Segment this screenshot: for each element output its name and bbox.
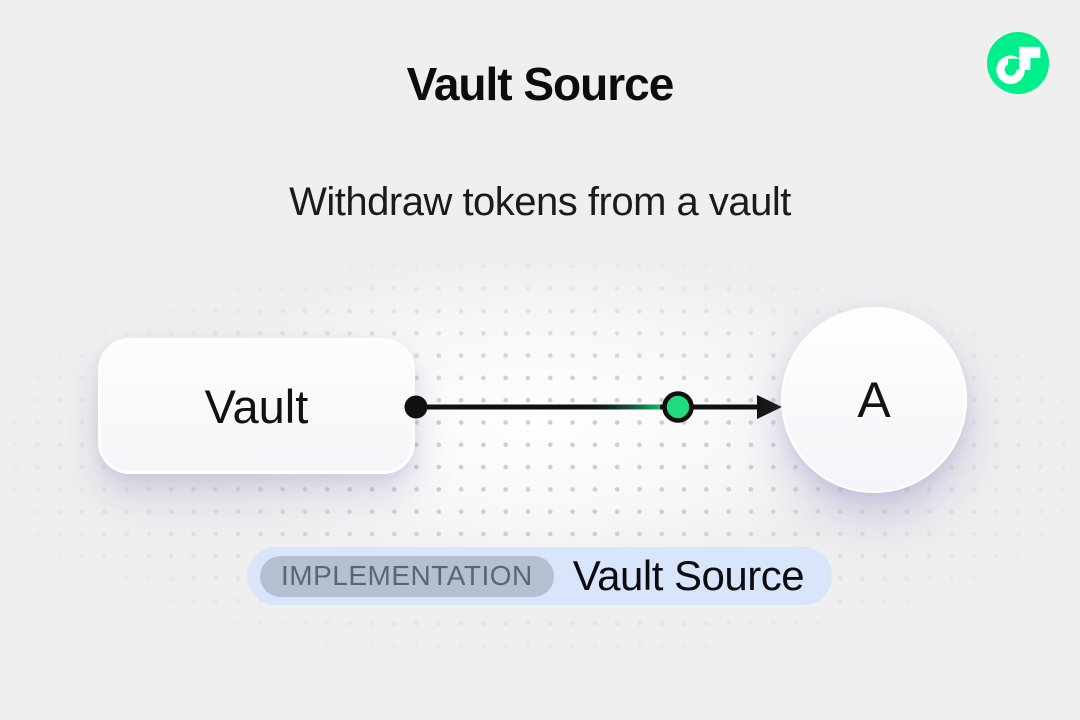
diagram-node-vault: Vault <box>98 338 415 474</box>
flow-logo-icon <box>987 32 1049 94</box>
implementation-badge-label: Vault Source <box>572 552 805 599</box>
edge-arrowhead-icon <box>757 395 782 419</box>
page-subtitle: Withdraw tokens from a vault <box>289 180 791 224</box>
vault-node-label: Vault <box>204 379 309 433</box>
diagram-node-account: A <box>781 307 967 493</box>
diagram-edge-arrow <box>404 391 782 423</box>
flow-logo <box>987 32 1049 94</box>
implementation-tag: IMPLEMENTATION <box>260 555 554 597</box>
account-node-label: A <box>857 372 891 428</box>
edge-start-dot <box>404 395 428 419</box>
edge-token-node <box>662 391 694 423</box>
implementation-badge: IMPLEMENTATION Vault Source <box>247 547 833 605</box>
page-title: Vault Source <box>406 58 675 110</box>
